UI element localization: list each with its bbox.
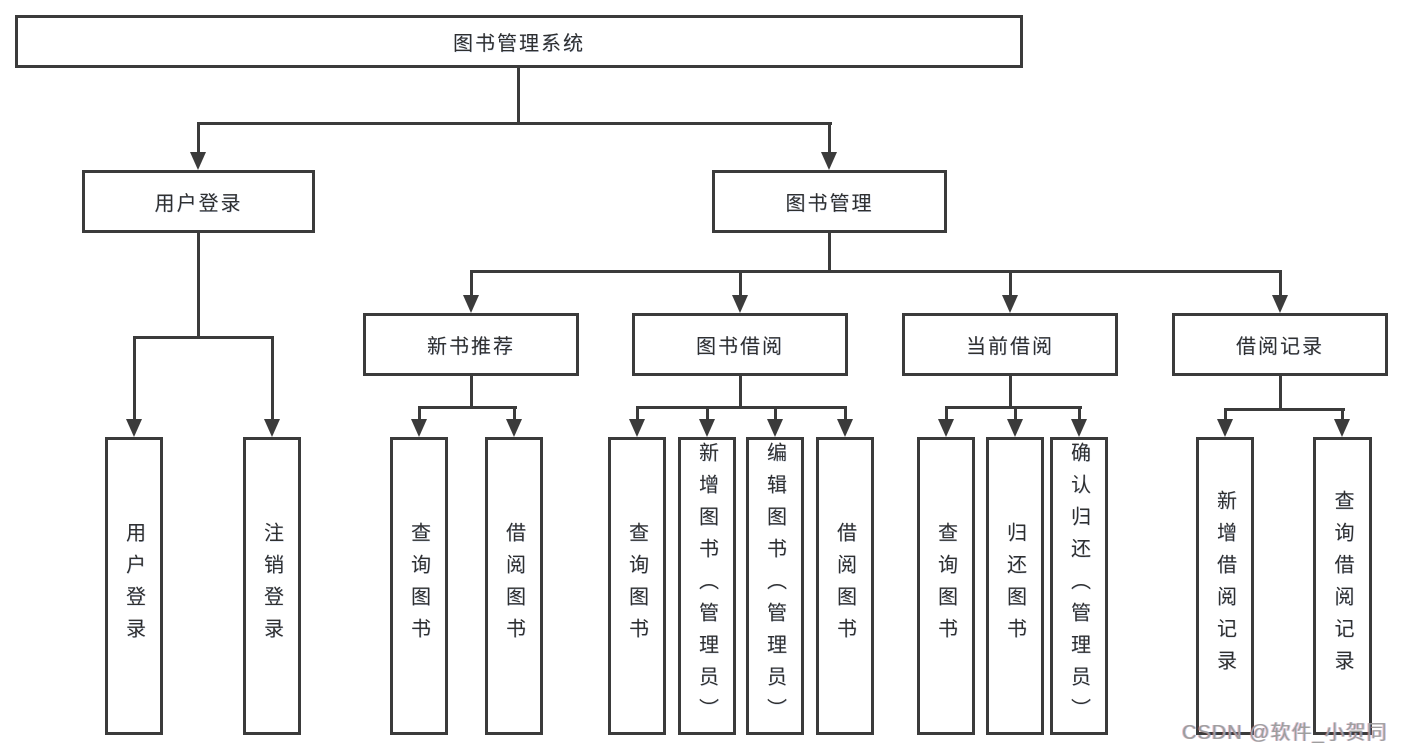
- node-new-book-recommend-label: 新书推荐: [427, 336, 515, 358]
- connector-line: [828, 122, 831, 156]
- leaf-recommend-borrow-books: 借阅图书: [485, 437, 543, 735]
- arrowhead-down-icon: [629, 419, 645, 437]
- node-user-login: 用户登录: [82, 170, 315, 233]
- leaf-current-confirm-return-admin-label: 确认归还（管理员）: [1067, 442, 1090, 730]
- leaf-borrow-add-books-admin: 新增图书（管理员）: [678, 437, 736, 735]
- node-book-management: 图书管理: [712, 170, 947, 233]
- arrowhead-down-icon: [1002, 295, 1018, 313]
- connector-line: [844, 406, 847, 423]
- node-book-management-label: 图书管理: [785, 193, 874, 215]
- connector-line: [636, 406, 639, 423]
- leaf-logout: 注销登录: [243, 437, 301, 735]
- connector-line: [1224, 408, 1227, 423]
- node-user-login-label: 用户登录: [154, 193, 243, 215]
- arrowhead-down-icon: [126, 419, 142, 437]
- leaf-borrow-borrow-books: 借阅图书: [816, 437, 874, 735]
- connector-line: [197, 122, 832, 125]
- arrowhead-down-icon: [767, 419, 783, 437]
- node-current-borrow-label: 当前借阅: [966, 336, 1054, 358]
- leaf-records-add-record: 新增借阅记录: [1196, 437, 1254, 735]
- connector-line: [133, 336, 274, 339]
- connector-line: [774, 406, 777, 423]
- node-book-borrow-label: 图书借阅: [696, 336, 784, 358]
- arrowhead-down-icon: [1071, 419, 1087, 437]
- leaf-current-query-books-label: 查询图书: [934, 522, 957, 650]
- connector-line: [470, 270, 1282, 273]
- node-book-borrow: 图书借阅: [632, 313, 848, 376]
- connector-line: [418, 406, 421, 423]
- leaf-borrow-edit-books-admin-label: 编辑图书（管理员）: [763, 442, 786, 730]
- leaf-records-add-record-label: 新增借阅记录: [1213, 490, 1236, 682]
- connector-line: [470, 270, 473, 299]
- arrowhead-down-icon: [938, 419, 954, 437]
- connector-line: [1009, 270, 1012, 299]
- connector-line: [271, 336, 274, 422]
- connector-line: [1009, 376, 1012, 409]
- leaf-recommend-query-books: 查询图书: [390, 437, 448, 735]
- leaf-borrow-query-books-label: 查询图书: [625, 522, 648, 650]
- csdn-watermark: CSDN @软件_小贺同学: [1182, 722, 1388, 744]
- node-root-label: 图书管理系统: [453, 33, 585, 55]
- arrowhead-down-icon: [411, 419, 427, 437]
- arrowhead-down-icon: [264, 419, 280, 437]
- node-borrow-records-label: 借阅记录: [1236, 336, 1324, 358]
- node-root-system: 图书管理系统: [15, 15, 1023, 68]
- connector-line: [513, 406, 516, 423]
- arrowhead-down-icon: [821, 152, 837, 170]
- connector-line: [1224, 408, 1345, 411]
- arrowhead-down-icon: [1272, 295, 1288, 313]
- leaf-user-login-label: 用户登录: [122, 522, 145, 650]
- node-current-borrow: 当前借阅: [902, 313, 1118, 376]
- leaf-borrow-query-books: 查询图书: [608, 437, 666, 735]
- arrowhead-down-icon: [1007, 419, 1023, 437]
- leaf-records-query-record-label: 查询借阅记录: [1331, 490, 1353, 682]
- connector-line: [1279, 376, 1282, 411]
- leaf-current-confirm-return-admin: 确认归还（管理员）: [1050, 437, 1108, 735]
- leaf-borrow-borrow-books-label: 借阅图书: [833, 522, 856, 650]
- node-new-book-recommend: 新书推荐: [363, 313, 579, 376]
- connector-line: [1078, 406, 1081, 423]
- arrowhead-down-icon: [837, 419, 853, 437]
- connector-line: [517, 68, 520, 125]
- connector-line: [636, 406, 847, 409]
- connector-line: [1279, 270, 1282, 299]
- leaf-records-query-record: 查询借阅记录: [1313, 437, 1372, 735]
- arrowhead-down-icon: [1334, 419, 1350, 437]
- connector-line: [197, 122, 200, 156]
- arrowhead-down-icon: [463, 295, 479, 313]
- leaf-current-return-books-label: 归还图书: [1003, 522, 1026, 650]
- connector-line: [828, 233, 831, 273]
- connector-line: [739, 376, 742, 409]
- connector-line: [1014, 406, 1017, 423]
- connector-line: [133, 336, 136, 422]
- leaf-logout-label: 注销登录: [260, 522, 283, 650]
- leaf-borrow-edit-books-admin: 编辑图书（管理员）: [746, 437, 804, 735]
- leaf-current-query-books: 查询图书: [917, 437, 975, 735]
- arrowhead-down-icon: [699, 419, 715, 437]
- arrowhead-down-icon: [732, 295, 748, 313]
- leaf-borrow-add-books-admin-label: 新增图书（管理员）: [695, 442, 718, 730]
- arrowhead-down-icon: [1217, 419, 1233, 437]
- connector-line: [1341, 408, 1344, 423]
- arrowhead-down-icon: [190, 152, 206, 170]
- leaf-recommend-query-books-label: 查询图书: [407, 522, 430, 650]
- leaf-recommend-borrow-books-label: 借阅图书: [502, 522, 525, 650]
- connector-line: [945, 406, 1082, 409]
- connector-line: [418, 406, 517, 409]
- leaf-current-return-books: 归还图书: [986, 437, 1044, 735]
- node-borrow-records: 借阅记录: [1172, 313, 1388, 376]
- connector-line: [197, 233, 200, 339]
- connector-line: [470, 376, 473, 409]
- connector-line: [706, 406, 709, 423]
- arrowhead-down-icon: [506, 419, 522, 437]
- connector-line: [739, 270, 742, 299]
- connector-line: [945, 406, 948, 423]
- leaf-user-login: 用户登录: [105, 437, 163, 735]
